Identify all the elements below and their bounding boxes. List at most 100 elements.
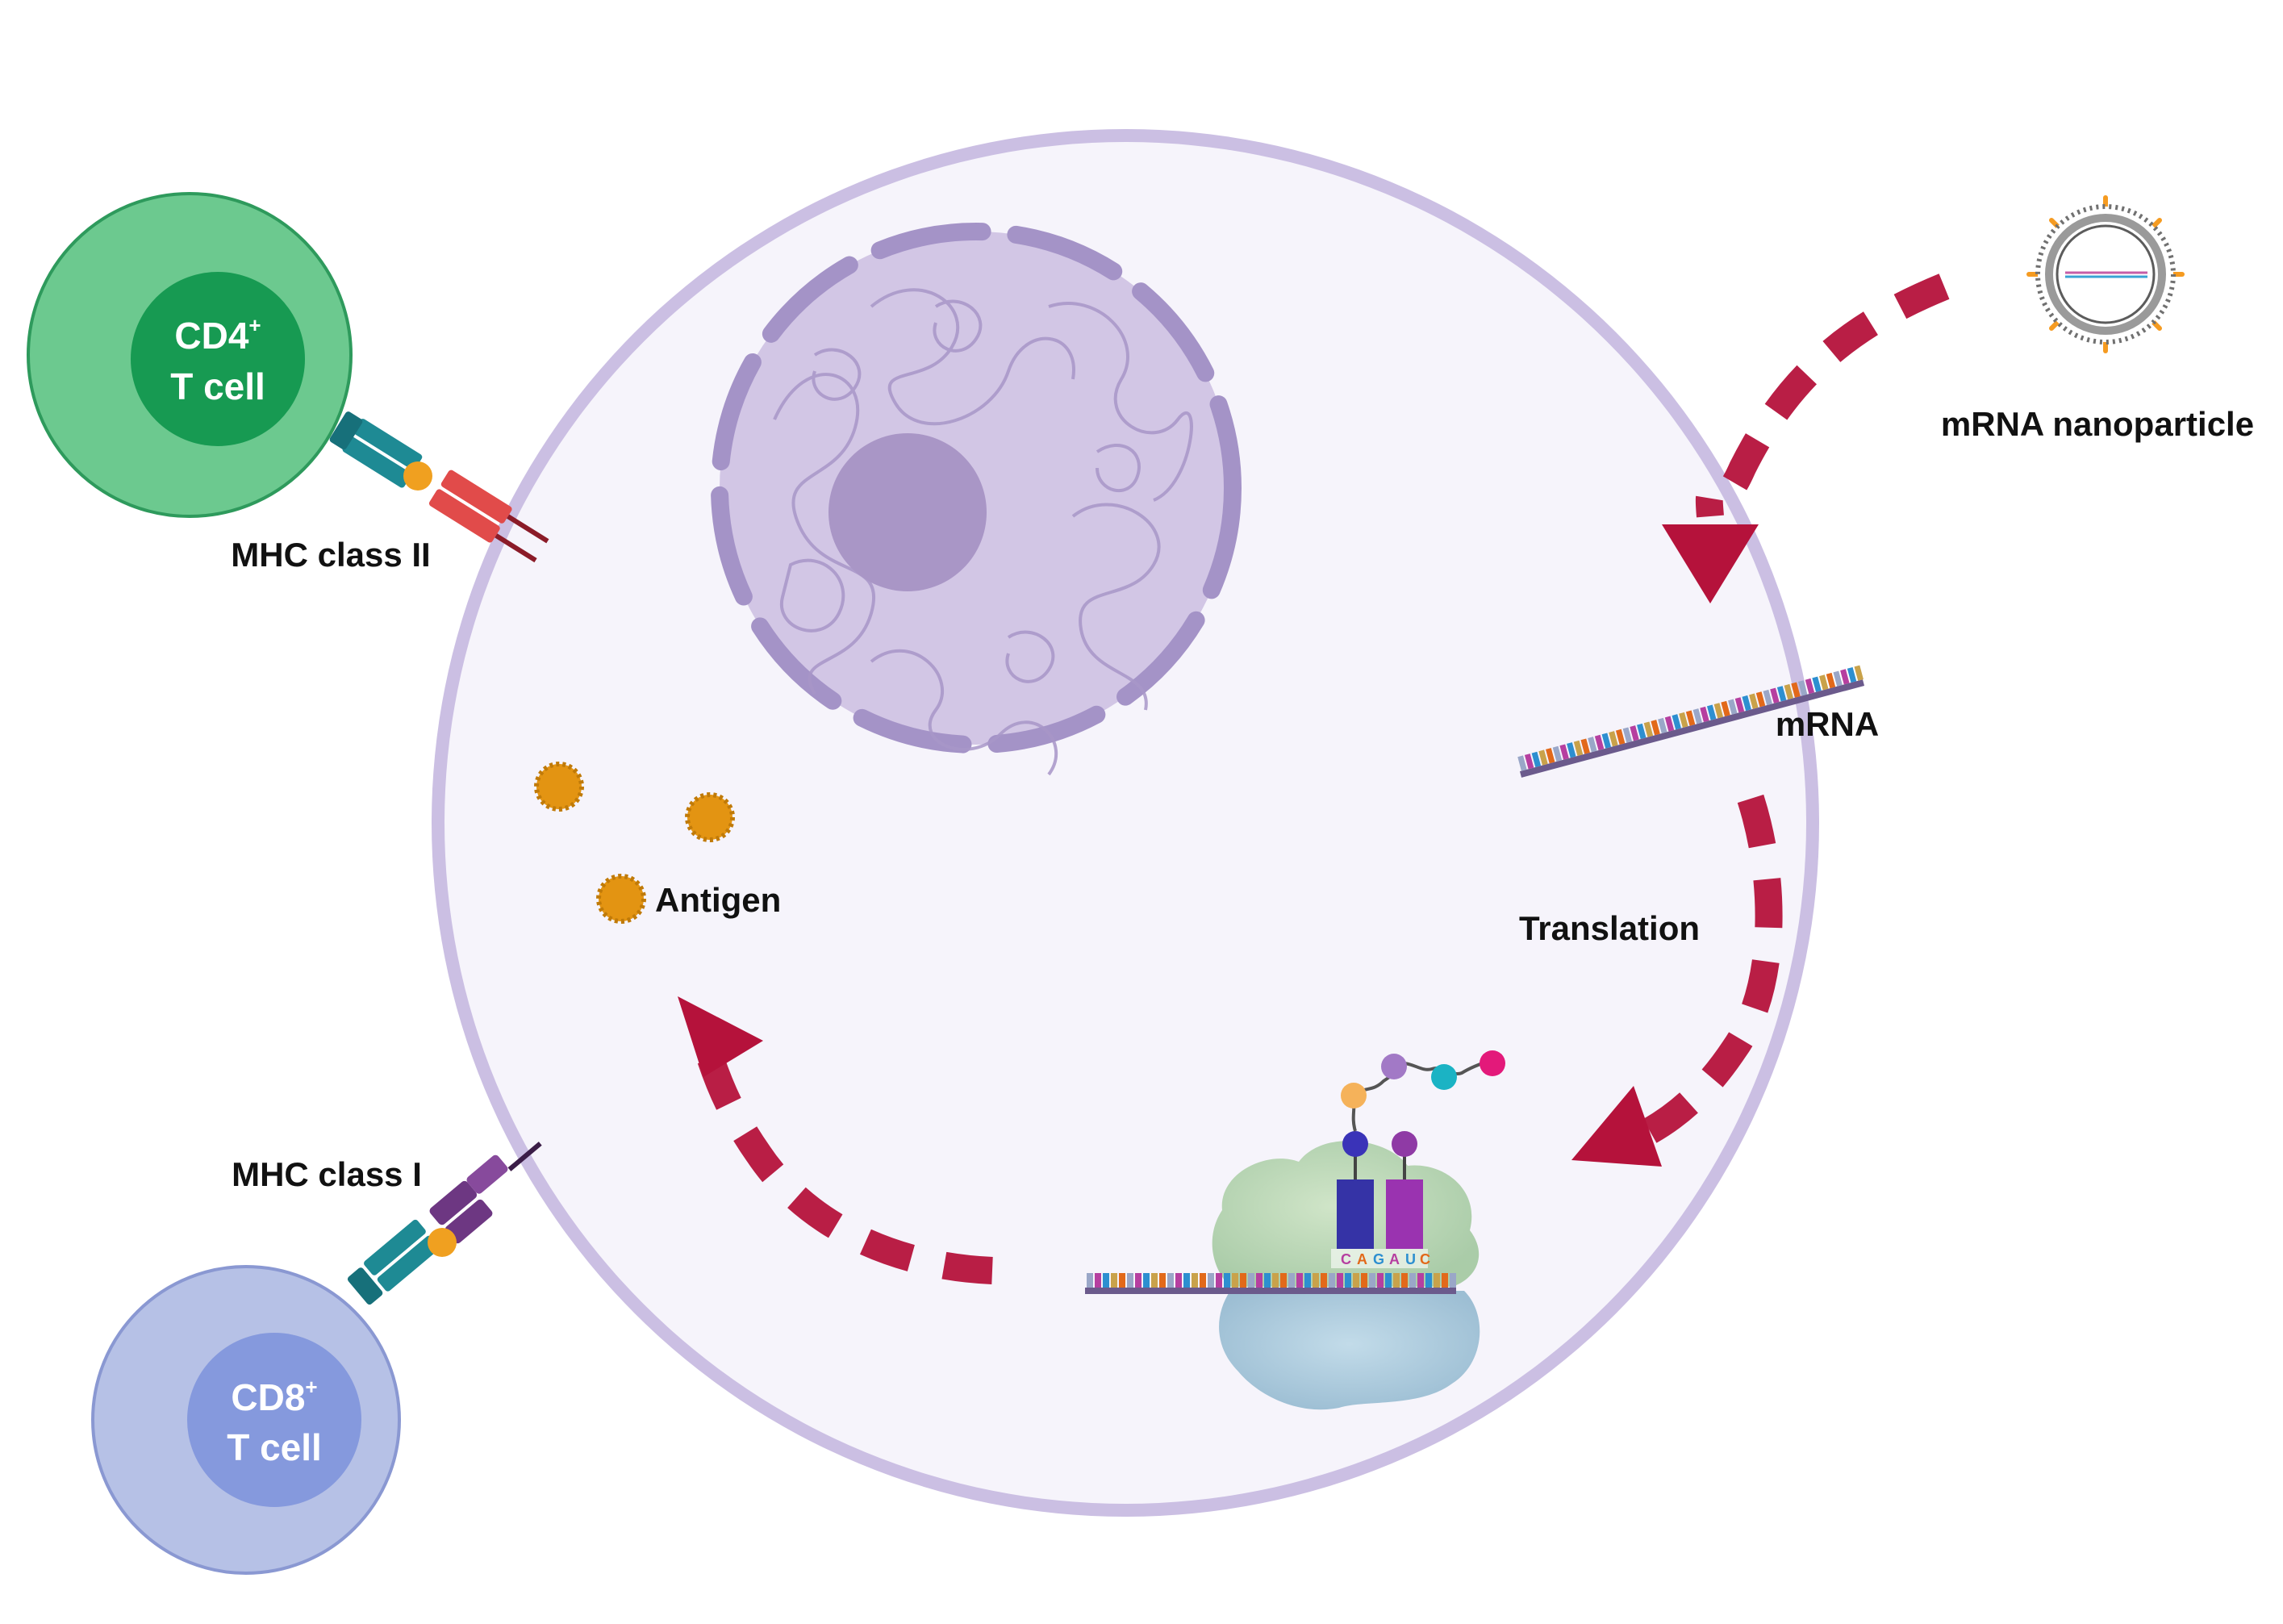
nucleolus	[828, 433, 987, 591]
nucleotide-base	[1087, 1273, 1093, 1288]
nucleotide-base	[1742, 695, 1751, 712]
codon-base: C	[1420, 1251, 1430, 1267]
nucleotide-base	[1812, 676, 1822, 692]
nucleotide-base	[1434, 1273, 1440, 1288]
nucleotide-base	[1192, 1273, 1198, 1288]
nucleotide-base	[1200, 1273, 1206, 1288]
antigen-particle	[685, 792, 735, 842]
antigen-particle	[534, 762, 584, 812]
nucleotide-base	[1409, 1273, 1416, 1288]
nucleotide-base	[1288, 1273, 1295, 1288]
nucleotide-base	[1664, 716, 1675, 732]
nucleotide-base	[1442, 1273, 1448, 1288]
nucleotide-base	[1264, 1273, 1271, 1288]
nucleotide-base	[1755, 691, 1766, 708]
nucleotide-base	[1425, 1273, 1432, 1288]
nucleotide-base	[1167, 1273, 1174, 1288]
codon-base: G	[1373, 1251, 1384, 1267]
codon-base: A	[1357, 1251, 1367, 1267]
tcr-receptor-cd4	[329, 411, 423, 488]
trna-right	[1386, 1131, 1423, 1249]
nucleotide-base	[1208, 1273, 1214, 1288]
nucleotide-base	[1296, 1273, 1303, 1288]
nucleotide-base	[1369, 1273, 1375, 1288]
codon-base: U	[1405, 1251, 1416, 1267]
arrow-nanoparticle-to-mrna	[1662, 273, 1950, 603]
nucleotide-base	[1143, 1273, 1150, 1288]
nucleotide-base	[1345, 1273, 1351, 1288]
cd8-cell-nucleus	[187, 1333, 361, 1507]
nucleotide-base	[1706, 704, 1717, 720]
nucleotide-base	[1833, 670, 1843, 687]
nucleotide-base	[1700, 706, 1709, 723]
nucleotide-base	[1417, 1273, 1424, 1288]
mhc-class-ii-molecule	[428, 470, 549, 563]
mrna-nanoparticle: mRNA nanoparticle	[1941, 195, 2254, 443]
nucleotide-base	[1826, 672, 1836, 689]
cd4-cell-nucleus	[131, 272, 305, 446]
amino-acid	[1480, 1050, 1505, 1076]
polypeptide-chain	[1341, 1050, 1505, 1132]
nanoparticle-label: mRNA nanoparticle	[1941, 405, 2254, 443]
nucleotide-base	[1728, 699, 1738, 715]
nucleotide-base	[1643, 721, 1654, 737]
entry-arrow-shaft	[1695, 273, 1950, 518]
nucleotide-base	[1784, 683, 1794, 700]
amino-acid	[1431, 1064, 1457, 1090]
nucleotide-base	[1588, 737, 1597, 753]
nucleotide-base	[1183, 1273, 1190, 1288]
nucleotide-base	[1615, 729, 1626, 745]
nucleotide-base	[1622, 727, 1633, 743]
nucleotide-base	[1232, 1273, 1238, 1288]
nucleotide-base	[1567, 742, 1576, 758]
mhc-class-i-label: MHC class I	[232, 1155, 422, 1193]
mrna-strand: mRNA	[1517, 665, 1879, 778]
nucleotide-base	[1361, 1273, 1367, 1288]
cd8-cell-label: CD8+	[231, 1375, 317, 1418]
nucleotide-base	[1385, 1273, 1392, 1288]
nucleotide-base	[1552, 745, 1563, 762]
nucleotide-base	[1337, 1273, 1343, 1288]
nucleotide-base	[1313, 1273, 1319, 1288]
nucleotide-base	[1304, 1273, 1311, 1288]
nucleotide-base	[1248, 1273, 1254, 1288]
cd8-cell-label-line2: T cell	[227, 1426, 322, 1468]
nucleotide-base	[1776, 686, 1787, 702]
nucleotide-base	[1672, 714, 1681, 730]
codon-base: C	[1341, 1251, 1351, 1267]
chromatin	[773, 288, 1193, 776]
nucleotide-base	[1175, 1273, 1182, 1288]
nucleotide-base	[1658, 717, 1667, 734]
nucleotide-base	[1538, 749, 1548, 766]
ribosome: C A G A U C	[1085, 1050, 1505, 1410]
mhc-class-i-complex: MHC class I	[232, 1142, 542, 1305]
translation-label: Translation	[1519, 909, 1700, 947]
nucleotide-base	[1805, 678, 1815, 695]
nucleotide-base	[1763, 689, 1772, 706]
codon-base: A	[1389, 1251, 1400, 1267]
cd4-cell-label-line2: T cell	[170, 365, 265, 407]
cd4-t-cell: CD4+ T cell	[27, 192, 353, 518]
trna-left	[1337, 1131, 1374, 1249]
peptide-antigen-mhc2	[403, 461, 432, 491]
translation-arrow-head	[1571, 1086, 1662, 1167]
nucleotide-base	[1847, 666, 1857, 683]
nucleotide-base	[1517, 755, 1527, 771]
antigens: Antigen	[534, 762, 781, 924]
peptide-antigen-mhc1	[428, 1228, 457, 1257]
antigen-arrow-shaft	[696, 1052, 993, 1284]
nucleotide-base	[1797, 680, 1808, 696]
nucleotide-base	[1119, 1273, 1125, 1288]
nucleotide-base	[1240, 1273, 1246, 1288]
nucleotide-base	[1685, 710, 1696, 726]
nucleotide-base	[1280, 1273, 1287, 1288]
nucleotide-base	[1819, 674, 1829, 691]
nucleotide-base	[1573, 740, 1584, 756]
nucleotide-base	[1135, 1273, 1142, 1288]
nucleotide-base	[1559, 744, 1569, 760]
nucleotide-base	[1734, 697, 1745, 713]
mhc-class-i-molecule	[429, 1142, 542, 1244]
tcr-receptor-cd8	[347, 1219, 440, 1305]
nucleotide-base	[1854, 665, 1864, 681]
